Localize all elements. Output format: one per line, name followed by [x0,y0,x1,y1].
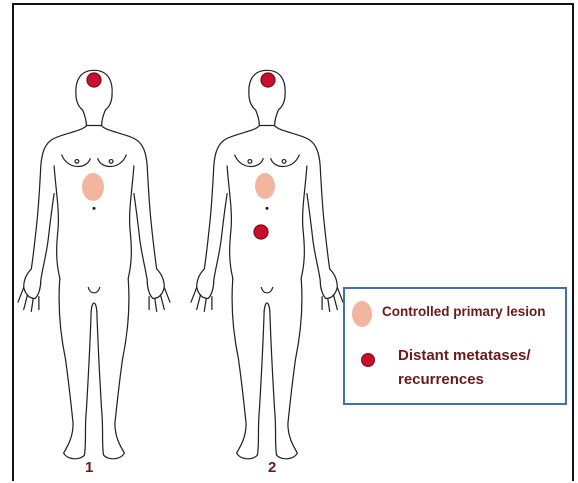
metastasis-head-figure-2 [261,73,275,87]
metastasis-abdomen-figure-2 [254,225,268,239]
metastasis-head-figure-1 [87,73,101,87]
figure-1-label: 1 [85,459,93,476]
legend-label-primary: Controlled primary lesion [382,301,546,323]
figure-2-label: 2 [268,459,276,476]
body-figure-1 [18,70,170,458]
primary-lesion-figure-1 [82,173,104,201]
primary-lesion-swatch [352,301,372,327]
body-figure-2 [191,70,343,458]
metastasis-swatch [361,353,375,367]
legend-item-metastases [361,353,375,367]
legend-item-primary: Controlled primary lesion [352,301,546,327]
legend: Controlled primary lesion Distant metata… [343,287,567,405]
legend-label-metastases-line1: Distant metatases/ [398,345,531,367]
legend-label-metastases-line2: recurrences [398,369,484,391]
primary-lesion-figure-2 [255,173,275,199]
